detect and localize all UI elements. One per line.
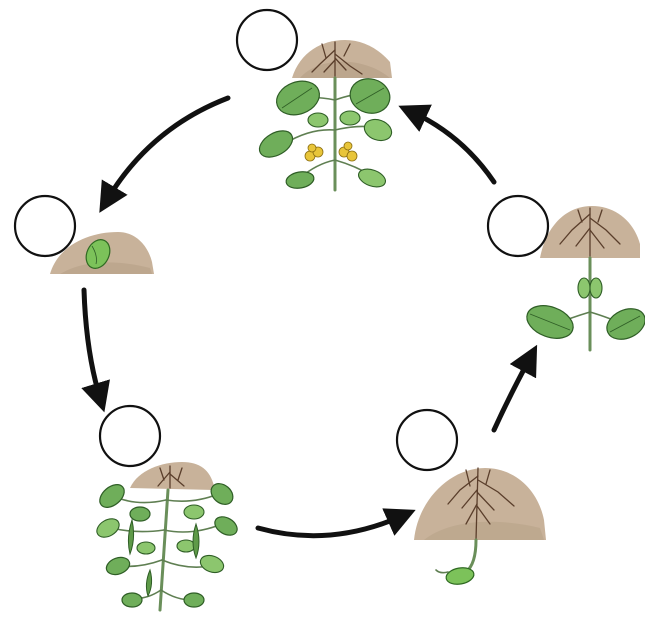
stage-seedling — [486, 194, 645, 352]
arrow-flowering-to-seed — [99, 95, 231, 213]
stage-label-circle-germinating-seed[interactable] — [395, 408, 459, 472]
stage-label-circle-seedling[interactable] — [486, 194, 550, 258]
stage-germinating-seed — [395, 408, 546, 585]
arrow-seedling-to-flowering — [398, 104, 497, 185]
arrow-seed-to-mature — [81, 287, 110, 413]
stage-label-circle-flowering-plant[interactable] — [235, 8, 299, 72]
stage-label-circle-seed[interactable] — [13, 194, 77, 258]
stage-flowering-plant — [235, 8, 393, 192]
stage-label-circle-mature-plant[interactable] — [98, 404, 162, 468]
stage-mature-plant — [96, 404, 238, 612]
arrow-germinating-to-seedling — [491, 344, 538, 433]
flower-cluster — [304, 141, 358, 162]
stage-seed — [13, 194, 154, 274]
cycle-arrows — [81, 95, 538, 539]
arrow-mature-to-germinating — [255, 508, 416, 539]
